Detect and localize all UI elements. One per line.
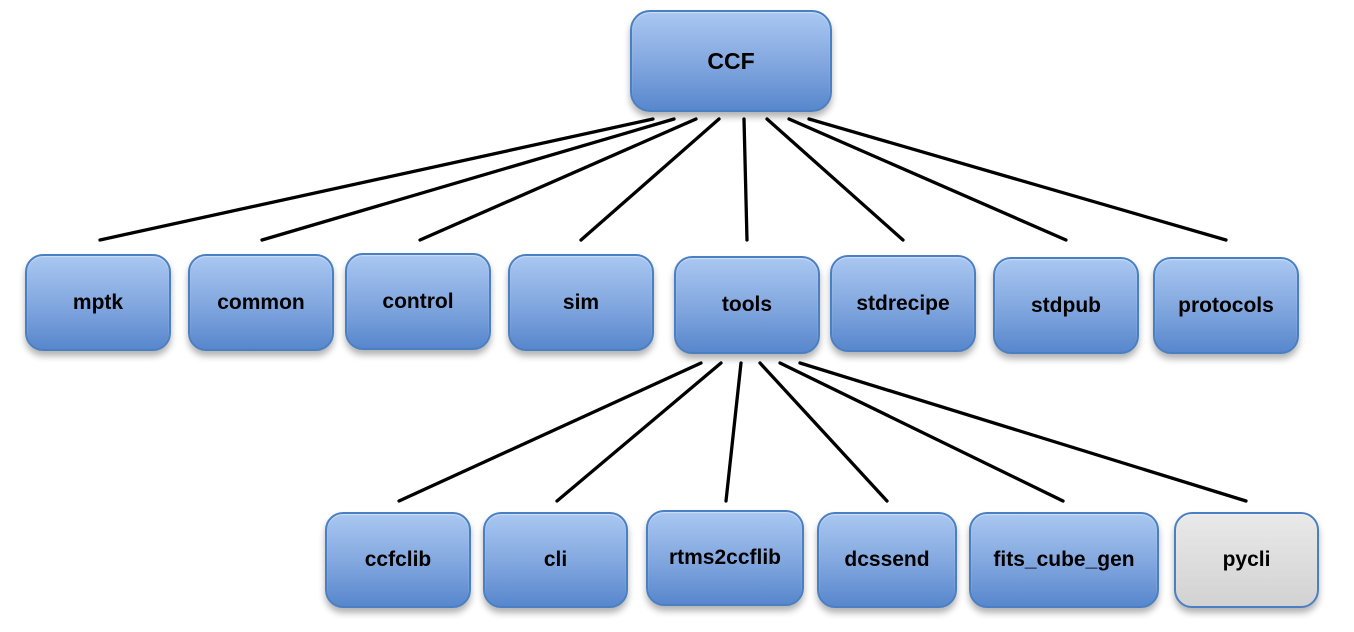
node-label: stdpub bbox=[1031, 293, 1101, 317]
edge-tools-rtms2ccflib bbox=[724, 361, 743, 503]
node-stdrecipe: stdrecipe bbox=[830, 255, 976, 352]
node-label: fits_cube_gen bbox=[993, 548, 1135, 571]
node-label: CCF bbox=[707, 47, 755, 74]
edge-ccf-common bbox=[260, 117, 676, 242]
edge-tools-dcssend bbox=[758, 361, 889, 503]
edge-tools-cli bbox=[555, 361, 723, 503]
edge-ccf-stdrecipe bbox=[765, 117, 905, 242]
node-label: stdrecipe bbox=[856, 291, 950, 315]
edge-tools-ccfclib bbox=[397, 361, 703, 503]
node-stdpub: stdpub bbox=[993, 257, 1139, 354]
node-label: sim bbox=[562, 290, 600, 314]
node-label: mptk bbox=[72, 290, 124, 314]
edge-ccf-sim bbox=[579, 117, 721, 242]
node-protocols: protocols bbox=[1153, 257, 1299, 354]
node-cli: cli bbox=[483, 512, 628, 608]
node-label: ccfclib bbox=[364, 548, 432, 571]
node-label: common bbox=[217, 290, 305, 314]
node-label: tools bbox=[721, 293, 773, 316]
edge-ccf-control bbox=[418, 117, 698, 242]
edge-tools-fits-cube-gen bbox=[778, 361, 1065, 503]
node-fits-cube-gen: fits_cube_gen bbox=[969, 512, 1159, 608]
edge-ccf-protocols bbox=[807, 117, 1228, 242]
node-pycli: pycli bbox=[1174, 512, 1319, 608]
node-dcssend: dcssend bbox=[817, 512, 957, 608]
node-sim: sim bbox=[508, 254, 654, 351]
node-label: cli bbox=[543, 548, 568, 571]
node-label: dcssend bbox=[844, 548, 930, 571]
node-tools: tools bbox=[674, 256, 820, 354]
node-ccfclib: ccfclib bbox=[325, 512, 471, 608]
node-label: control bbox=[382, 289, 454, 313]
node-mptk: mptk bbox=[25, 254, 171, 351]
node-label: pycli bbox=[1222, 548, 1271, 571]
edge-tools-pycli bbox=[798, 361, 1248, 503]
edge-ccf-stdpub bbox=[787, 117, 1068, 242]
node-common: common bbox=[188, 254, 334, 351]
edge-ccf-mptk bbox=[98, 117, 655, 242]
edge-ccf-tools bbox=[742, 117, 749, 242]
node-control: control bbox=[345, 253, 491, 350]
node-label: rtms2ccflib bbox=[668, 546, 782, 569]
node-label: protocols bbox=[1178, 293, 1274, 317]
node-rtms2ccflib: rtms2ccflib bbox=[646, 510, 804, 606]
node-ccf: CCF bbox=[630, 10, 832, 112]
